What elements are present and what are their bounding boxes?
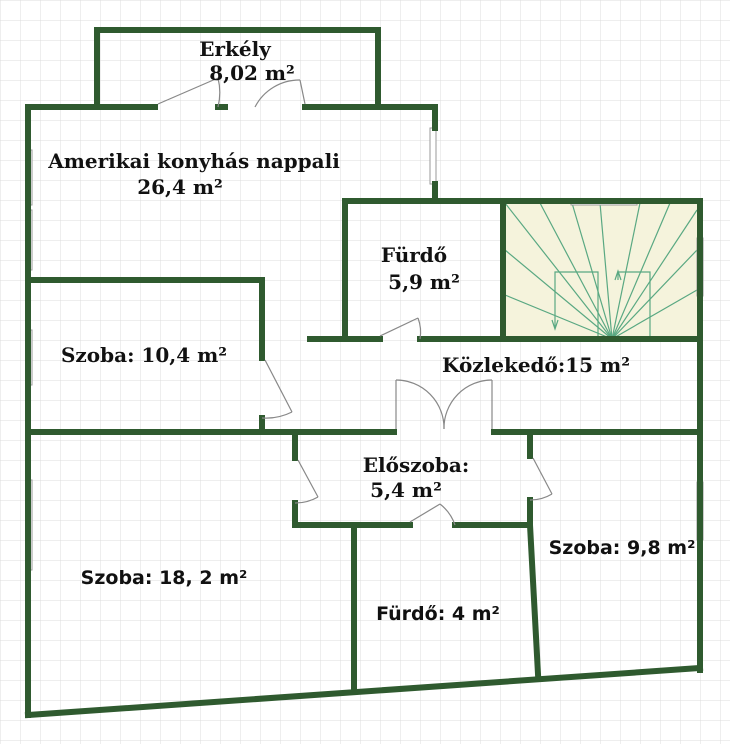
room-area-furdo-top: 5,9 m² (388, 270, 460, 294)
staircase (504, 202, 698, 341)
room-label-kozlekedo: Közlekedő:15 m² (442, 353, 630, 377)
room-label-szoba-right: Szoba: 9,8 m² (549, 537, 696, 559)
room-name-erkely: Erkély (199, 37, 272, 61)
room-name-nappali: Amerikai konyhás nappali (47, 149, 340, 173)
walls (24, 27, 704, 719)
room-name-furdo-top: Fürdő (381, 243, 447, 267)
doors (157, 77, 553, 526)
room-name-eloszoba: Előszoba: (363, 453, 469, 477)
room-label-szoba-left: Szoba: 10,4 m² (61, 343, 227, 367)
room-area-nappali: 26,4 m² (137, 175, 223, 199)
room-area-erkely: 8,02 m² (209, 61, 295, 85)
room-area-eloszoba: 5,4 m² (370, 478, 442, 502)
room-label-szoba-big: Szoba: 18, 2 m² (81, 567, 248, 589)
room-label-furdo-bottom: Fürdő: 4 m² (376, 603, 500, 625)
